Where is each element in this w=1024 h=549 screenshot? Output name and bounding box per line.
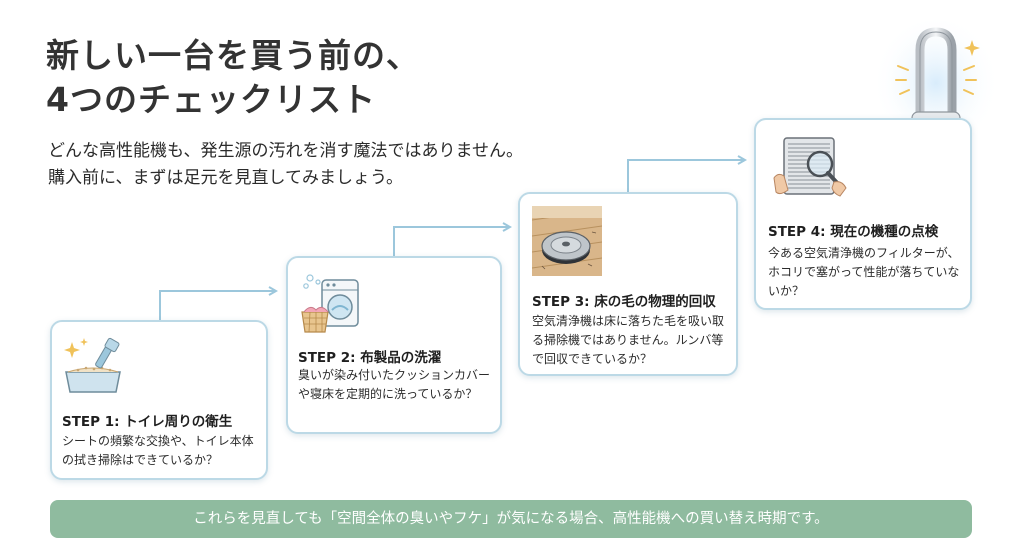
page-title-line-2: 4つのチェックリスト (46, 80, 376, 119)
connector-3-to-4 (627, 160, 745, 192)
page-subtitle: どんな高性能機も、発生源の汚れを消す魔法ではありません。 購入前に、まずは足元を… (48, 138, 523, 192)
step-3-title: STEP 3: 床の毛の物理的回収 (532, 294, 716, 310)
conclusion-banner: これらを見直しても「空間全体の臭いやフケ」が気になる場合、高性能機への買い替え時… (50, 500, 972, 538)
step-1-description: シートの頻繁な交換や、トイレ本体の拭き掃除はできているか？ (62, 434, 254, 467)
page-title: 新しい一台を買う前の、 4つのチェックリスト (46, 34, 420, 122)
robot-vacuum-icon (531, 206, 603, 276)
filter-magnifier-icon (770, 134, 850, 206)
step-1-title: STEP 1: トイレ周りの衛生 (62, 414, 233, 430)
step-2-description: 臭いが染み付いたクッションカバーや寝床を定期的に洗っているか？ (298, 368, 491, 401)
page-title-line-1: 新しい一台を買う前の、 (46, 36, 420, 75)
litter-box-icon (62, 336, 128, 396)
step-4-title: STEP 4: 現在の機種の点検 (768, 224, 939, 240)
page-subtitle-line-1: どんな高性能機も、発生源の汚れを消す魔法ではありません。 (48, 141, 523, 161)
step-card-2: STEP 2: 布製品の洗濯 臭いが染み付いたクッションカバーや寝床を定期的に洗… (286, 256, 502, 434)
step-3-description: 空気清浄機は床に落ちた毛を吸い取る掃除機ではありません。ルンバ等で回収できている… (532, 314, 725, 366)
connector-2-to-3 (393, 227, 510, 256)
step-card-3: STEP 3: 床の毛の物理的回収 空気清浄機は床に落ちた毛を吸い取る掃除機では… (518, 192, 738, 376)
step-4-description: 今ある空気清浄機のフィルターが、ホコリで塞がって性能が落ちていないか？ (768, 246, 960, 298)
step-card-4: STEP 4: 現在の機種の点検 今ある空気清浄機のフィルターが、ホコリで塞がっ… (754, 118, 972, 310)
washing-machine-icon (298, 272, 362, 336)
step-card-1: STEP 1: トイレ周りの衛生 シートの頻繁な交換や、トイレ本体の拭き掃除はで… (50, 320, 268, 480)
step-2-title: STEP 2: 布製品の洗濯 (298, 350, 442, 366)
page-subtitle-line-2: 購入前に、まずは足元を見直してみましょう。 (48, 168, 403, 188)
connector-1-to-2 (159, 291, 276, 320)
